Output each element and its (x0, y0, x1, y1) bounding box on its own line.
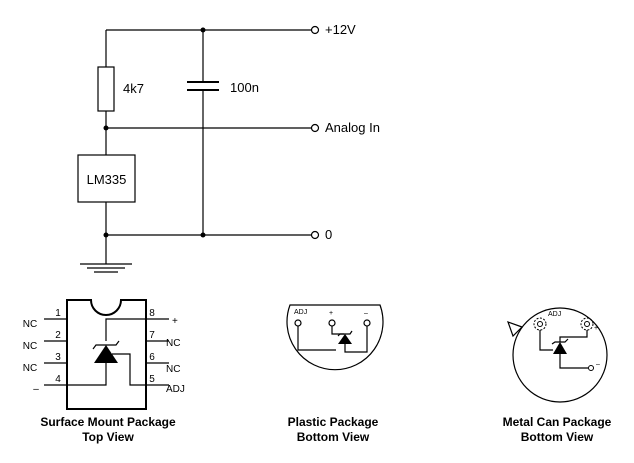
metal-zener-bar (551, 338, 569, 345)
plastic-minus-wire (344, 326, 368, 353)
plastic-minus-pin (363, 319, 371, 327)
ground-symbol (80, 263, 132, 273)
plastic-plus-label: + (329, 310, 333, 317)
metal-plus-label: + (594, 325, 598, 332)
smd-internal-wire-minus (67, 363, 107, 386)
plastic-zener-bar (337, 330, 353, 337)
plastic-body-outline (286, 304, 384, 371)
metal-caption-line2: Bottom View (521, 430, 594, 444)
metal-plus-wire (559, 330, 588, 342)
smd-zener-icon (94, 345, 118, 363)
smd-body-outline (66, 299, 147, 410)
metal-minus-label: – (596, 361, 600, 368)
smd-left-label-1: NC (23, 319, 37, 330)
smd-pin-8-number: 8 (149, 308, 155, 319)
analog-label: Analog In (325, 120, 380, 135)
smd-package: 1 2 3 4 5 6 7 8 NC NC NC – + NC NC ADJ S… (23, 299, 185, 444)
smd-left-label-3: NC (23, 363, 37, 374)
smd-internal-wire-plus (105, 318, 146, 341)
plastic-package: ADJ + – Plastic Package Bottom View (286, 304, 384, 444)
smd-caption-line1: Surface Mount Package (40, 415, 176, 429)
smd-pin-7-number: 7 (149, 330, 155, 341)
resistor-value: 4k7 (123, 81, 144, 96)
smd-right-label-8: + (172, 316, 178, 327)
plastic-adj-pin (294, 319, 302, 327)
metal-minus-pin (588, 365, 594, 371)
plastic-adj-wire (297, 326, 336, 351)
plastic-caption-line2: Bottom View (297, 430, 370, 444)
smd-left-label-4: – (33, 384, 39, 395)
metal-minus-wire (559, 354, 588, 369)
smd-internal-wire-adj (112, 353, 146, 386)
plastic-minus-label: – (364, 310, 368, 317)
smd-pin-6-number: 6 (149, 352, 155, 363)
plastic-adj-label: ADJ (294, 309, 307, 316)
smd-left-label-2: NC (23, 341, 37, 352)
plastic-plus-pin (328, 319, 336, 327)
plastic-caption-line1: Plastic Package (288, 415, 379, 429)
metal-adj-wire (539, 330, 553, 351)
metal-plus-pin (584, 321, 590, 327)
smd-caption-line2: Top View (82, 430, 134, 444)
smd-pin-3-number: 3 (55, 352, 61, 363)
metal-adj-pin-ring (533, 317, 547, 331)
smd-right-label-7: NC (166, 338, 180, 349)
plastic-zener-icon (338, 334, 352, 344)
supply-label: +12V (325, 22, 356, 37)
analog-terminal (310, 123, 320, 133)
capacitor-value: 100n (230, 80, 259, 95)
lm335-label: LM335 (87, 172, 127, 187)
supply-terminal (310, 25, 320, 35)
smd-zener-bar (92, 340, 120, 350)
smd-right-label-6: NC (166, 364, 180, 375)
metal-adj-pin (537, 321, 543, 327)
metal-package: ADJ + – Metal Can Package Bottom View (503, 307, 612, 444)
smd-pin-5-number: 5 (149, 374, 155, 385)
smd-pin-2-number: 2 (55, 330, 61, 341)
plastic-plus-wire (331, 326, 344, 335)
ground-label: 0 (325, 227, 332, 242)
metal-plus-pin-ring (580, 317, 594, 331)
metal-zener-icon (553, 342, 567, 354)
lm335-box (77, 154, 136, 203)
ground-terminal (310, 230, 320, 240)
metal-tab (507, 321, 524, 338)
circuit-schematic: +12V 4k7 Analog In LM335 100n 0 (77, 22, 380, 273)
metal-adj-label: ADJ (548, 311, 561, 318)
metal-caption-line1: Metal Can Package (503, 415, 612, 429)
resistor (97, 66, 115, 112)
smd-pin-4-number: 4 (55, 374, 61, 385)
smd-pin-1-number: 1 (55, 308, 61, 319)
smd-right-label-5: ADJ (166, 384, 185, 395)
metal-body-outline (512, 307, 608, 403)
